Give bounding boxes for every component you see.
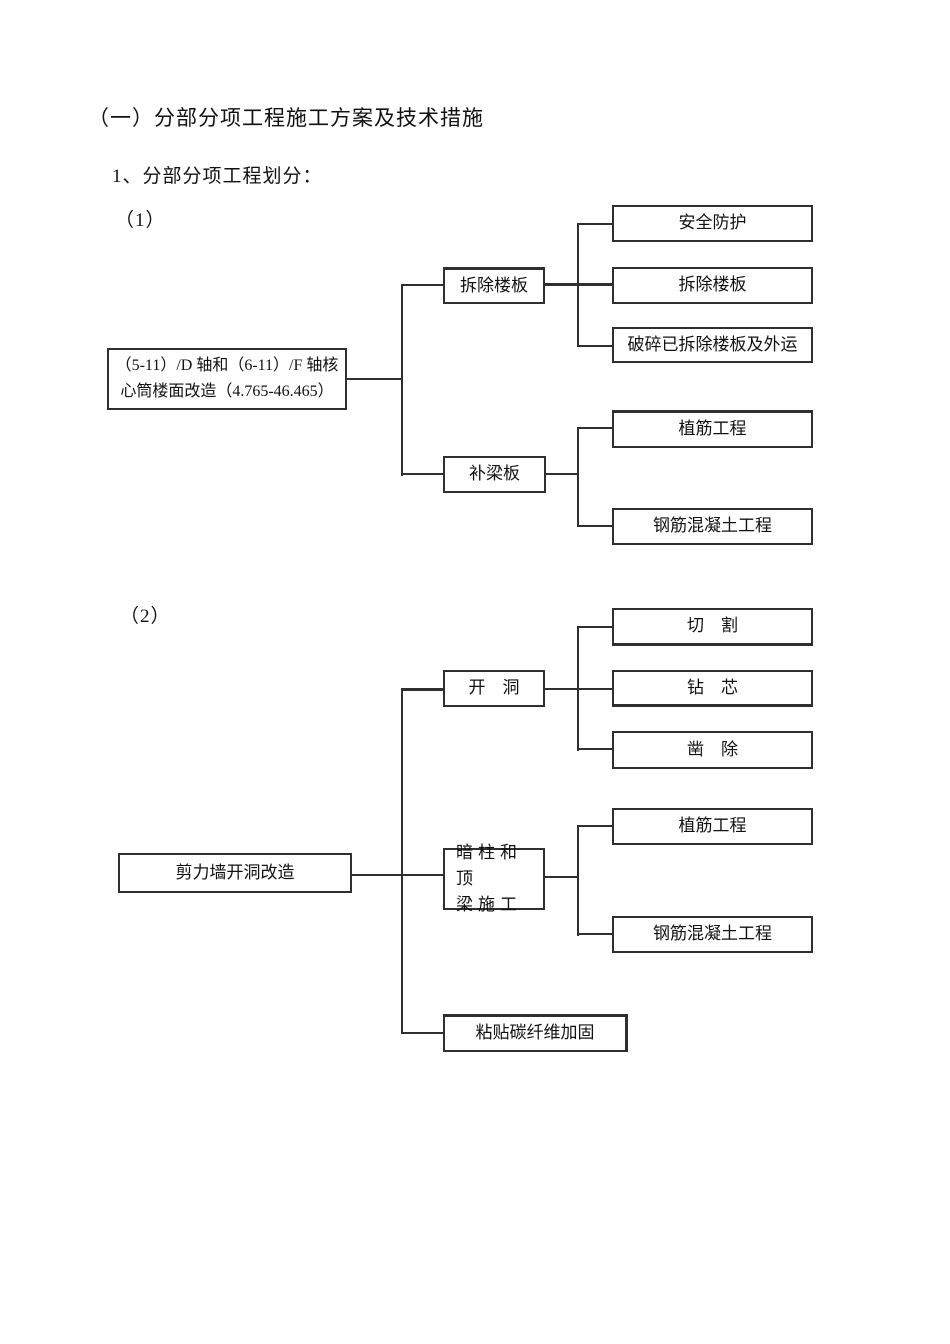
connector-line [546,473,578,475]
flow-box-d1-root: （5-11）/D 轴和（6-11）/F 轴核 心筒楼面改造（4.765-46.4… [107,348,347,410]
flow-box-reinforced-concrete-1: 钢筋混凝土工程 [612,508,813,545]
connector-line [577,427,579,527]
flow-box-opening-branch: 开 洞 [443,670,545,707]
connector-line [578,825,612,827]
d2-branch-line1: 暗柱和顶 [456,843,522,888]
connector-line [578,223,612,225]
page-heading: （一）分部分项工程施工方案及技术措施 [88,106,484,130]
flow-box-supplement-beam-slab-branch: 补梁板 [443,456,546,493]
flow-box-cutting: 切 割 [612,608,813,646]
connector-line [402,874,443,876]
flow-box-core-drilling: 钻 芯 [612,670,813,707]
connector-line [401,284,403,476]
section-subheading: 1、分部分项工程划分： [112,166,323,187]
connector-line [578,626,612,628]
connector-line [578,933,612,935]
d2-branch-line2: 梁施工 [456,895,522,914]
flow-box-safety-protection: 安全防护 [612,205,813,242]
connector-line [402,688,443,691]
connector-line [577,223,579,347]
d1-root-line2: 心筒楼面改造（4.765-46.465） [120,383,334,400]
connector-line [578,748,612,750]
flow-box-rebar-planting-2: 植筋工程 [612,808,813,845]
d1-root-line1: （5-11）/D 轴和（6-11）/F 轴核 [115,357,339,374]
flow-box-hidden-column-top-beam-branch: 暗柱和顶 梁施工 [443,843,545,914]
flow-box-carbon-fiber-reinforcement: 粘贴碳纤维加固 [443,1014,628,1052]
connector-line [401,688,403,1034]
connector-line [578,525,612,527]
connector-line [402,1032,443,1034]
flow-box-reinforced-concrete-2: 钢筋混凝土工程 [612,916,813,953]
flow-box-rebar-planting-1: 植筋工程 [612,410,813,448]
connector-line [402,473,443,475]
connector-line [577,825,579,936]
flow-box-d2-root-shear-wall-opening: 剪力墙开洞改造 [118,853,352,893]
flow-box-crush-and-haul: 破碎已拆除楼板及外运 [612,327,813,363]
connector-line [577,626,579,751]
connector-line [402,284,443,286]
flow-box-demolish-slab-branch: 拆除楼板 [443,267,545,304]
connector-line [545,876,578,878]
flow-box-demolish-slab-leaf: 拆除楼板 [612,267,813,304]
connector-line [347,378,402,380]
flow-box-chiseling: 凿 除 [612,731,813,769]
connector-line [352,874,402,876]
connector-line [578,427,612,429]
diagram1-label: （1） [115,210,166,231]
connector-line [578,345,612,347]
diagram2-label: （2） [120,606,171,627]
